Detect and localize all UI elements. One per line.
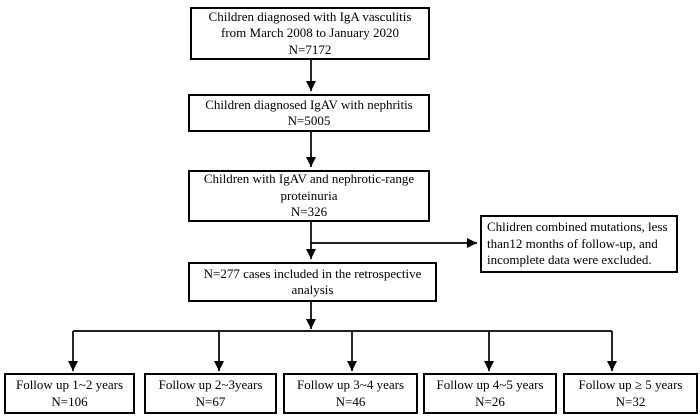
node-text-line: N=277 cases included in the retrospectiv… [203,265,422,281]
node-text-line: Children diagnosed IgAV with nephritis [205,96,413,112]
node-igav-nephritis: Children diagnosed IgAV with nephritis N… [188,94,430,132]
node-followup-5-plus-years: Follow up ≥ 5 years N=32 [563,373,698,414]
node-followup-3-4-years: Follow up 3~4 years N=46 [283,373,418,414]
node-text-line: proteinuria [280,187,338,203]
node-text-line: N=32 [615,393,646,409]
node-text-line: Children with IgAV and nephrotic-range [203,171,415,187]
node-included: N=277 cases included in the retrospectiv… [188,262,437,302]
node-nephrotic-proteinuria: Children with IgAV and nephrotic-range p… [188,170,430,222]
node-text-line: N=46 [335,393,366,409]
node-text-line: N=5005 [287,113,331,128]
node-text-line: N=67 [195,393,226,409]
node-text-line: analysis [291,282,334,297]
node-text-line: incomplete data were excluded. [487,252,652,268]
node-text-line: Follow up ≥ 5 years [578,377,683,392]
node-text-line: N=326 [290,204,328,220]
node-text-line: N=106 [51,393,88,409]
node-text-line: than12 months of follow-up, and [487,235,658,251]
node-text-line: N=26 [475,393,505,409]
node-followup-1-2-years: Follow up 1~2 years N=106 [4,373,135,414]
node-text-line: Follow up 4~5 years [436,377,544,392]
node-text-line: Children diagnosed with IgA vasculitis [208,8,412,24]
node-excluded: Chlidren combined mutations, less than12… [480,215,678,273]
node-followup-4-5-years: Follow up 4~5 years N=26 [423,373,557,414]
node-text-line: Follow up 2~3years [158,377,263,392]
node-text-line: Chlidren combined mutations, less [487,219,668,235]
node-text-line: N=7172 [288,41,332,57]
node-text-line: Follow up 3~4 years [296,377,405,392]
node-text-line: Follow up 1~2 years [15,377,124,392]
node-iga-vasculitis: Children diagnosed with IgA vasculitis f… [190,7,430,60]
node-text-line: from March 2008 to January 2020 [221,25,399,41]
node-followup-2-3-years: Follow up 2~3years N=67 [144,373,277,414]
